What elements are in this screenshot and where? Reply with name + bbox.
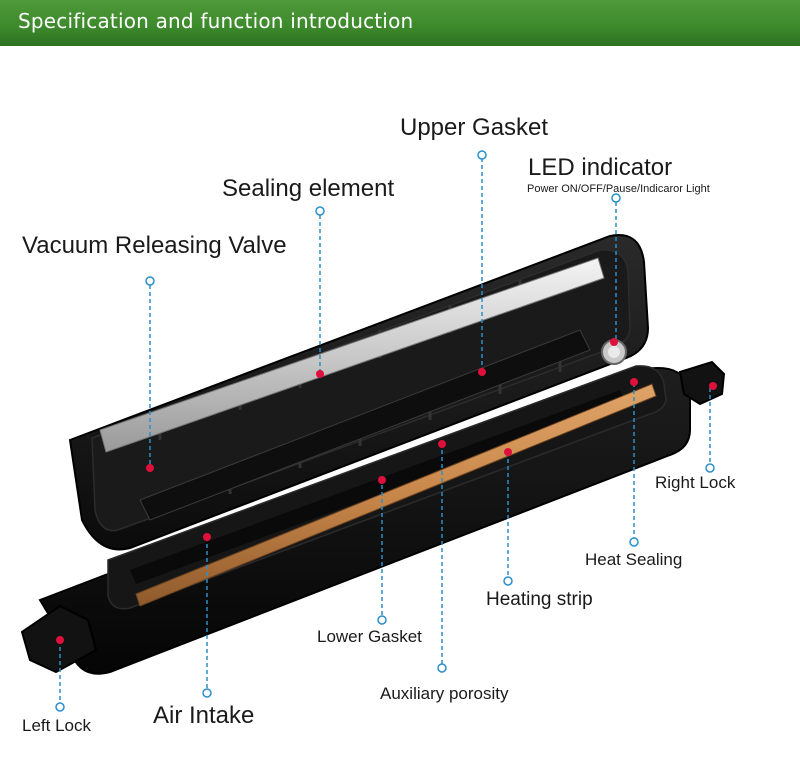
label-upper-gasket: Upper Gasket: [400, 114, 548, 142]
label-left-lock: Left Lock: [22, 716, 91, 736]
label-led-subtext: Power ON/OFF/Pause/Indicaror Light: [527, 183, 710, 195]
label-led-indicator: LED indicator: [528, 154, 672, 182]
label-air-intake: Air Intake: [153, 702, 254, 730]
label-vacuum-releasing-valve: Vacuum Releasing Valve: [22, 232, 287, 260]
label-heating-strip: Heating strip: [486, 589, 593, 611]
label-lower-gasket: Lower Gasket: [317, 627, 422, 647]
label-heat-sealing: Heat Sealing: [585, 550, 682, 570]
label-auxiliary-porosity: Auxiliary porosity: [380, 684, 509, 704]
label-right-lock: Right Lock: [655, 473, 735, 493]
label-sealing-element: Sealing element: [222, 175, 394, 203]
